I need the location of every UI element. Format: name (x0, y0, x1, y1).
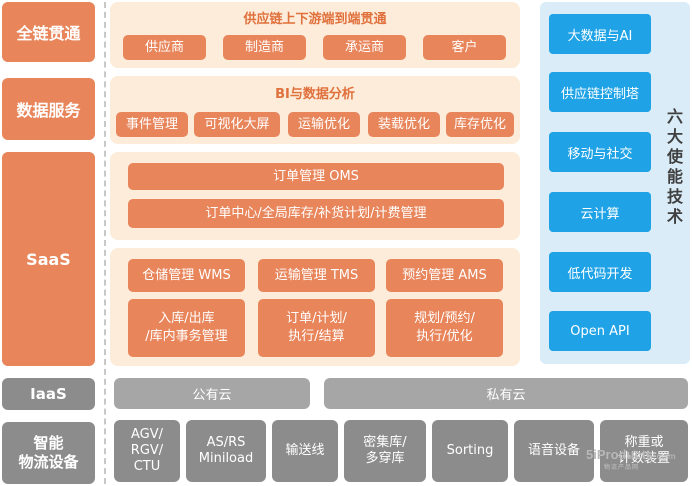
device-item: 密集库/ 多穿库 (344, 420, 426, 482)
tech-item: 大数据与AI (549, 14, 651, 54)
wms-detail: 入库/出库 /库内事务管理 (128, 299, 245, 357)
watermark-suffix: .com (653, 452, 677, 461)
tech-title: 六大使能技术 (664, 108, 683, 228)
supply-chain-item: 客户 (423, 35, 506, 60)
device-item: Sorting (432, 420, 508, 482)
wms-title: 仓储管理 WMS (128, 259, 245, 292)
watermark-sub: 物流产品网 (604, 464, 640, 471)
oms-title: 订单管理 OMS (128, 163, 504, 190)
full-chain-label: 全链贯通 (2, 2, 95, 62)
tech-item: 云计算 (549, 192, 651, 232)
device-item: 输送线 (272, 420, 338, 482)
supply-chain-item: 承运商 (323, 35, 406, 60)
iaas-label: IaaS (2, 378, 95, 410)
bi-item: 可视化大屏 (194, 112, 280, 137)
supply-chain-item: 制造商 (223, 35, 306, 60)
device-item: AS/RS Miniload (186, 420, 266, 482)
bi-item: 库存优化 (446, 112, 514, 137)
tms-detail: 订单/计划/ 执行/结算 (258, 299, 375, 357)
ams-title: 预约管理 AMS (386, 259, 503, 292)
supply-chain-panel: 供应链上下游端到端贯通 供应商 制造商 承运商 客户 (110, 2, 520, 68)
tech-item: 移动与社交 (549, 132, 651, 172)
supply-chain-item: 供应商 (123, 35, 206, 60)
tech-panel: 大数据与AI 供应链控制塔 移动与社交 云计算 低代码开发 Open API 六… (540, 2, 690, 364)
ams-detail: 规划/预约/ 执行/优化 (386, 299, 503, 357)
execution-panel: 仓储管理 WMS 运输管理 TMS 预约管理 AMS 入库/出库 /库内事务管理… (110, 248, 520, 366)
logistics-device-label: 智能 物流设备 (2, 422, 95, 484)
saas-label: SaaS (2, 152, 95, 366)
oms-detail: 订单中心/全局库存/补货计划/计费管理 (128, 199, 504, 228)
watermark-logo: 5iProducts (586, 447, 654, 462)
tech-item: 供应链控制塔 (549, 72, 651, 112)
public-cloud: 公有云 (114, 378, 310, 409)
oms-panel: 订单管理 OMS 订单中心/全局库存/补货计划/计费管理 (110, 152, 520, 240)
bi-item: 装载优化 (368, 112, 440, 137)
device-item: 语音设备 (514, 420, 594, 482)
data-service-label: 数据服务 (2, 78, 95, 140)
device-item: AGV/ RGV/ CTU (114, 420, 180, 482)
private-cloud: 私有云 (324, 378, 688, 409)
supply-chain-title: 供应链上下游端到端贯通 (243, 11, 387, 27)
tech-item: 低代码开发 (549, 252, 651, 292)
bi-panel: BI与数据分析 事件管理 可视化大屏 运输优化 装载优化 库存优化 (110, 76, 520, 144)
bi-item: 事件管理 (116, 112, 188, 137)
device-item: 称重或 计数装置 (600, 420, 688, 482)
tms-title: 运输管理 TMS (258, 259, 375, 292)
watermark: 5iProducts.com 物流产品网 (586, 444, 690, 484)
bi-item: 运输优化 (288, 112, 360, 137)
column-separator (104, 2, 106, 484)
bi-title: BI与数据分析 (275, 86, 355, 102)
tech-item: Open API (549, 311, 651, 351)
